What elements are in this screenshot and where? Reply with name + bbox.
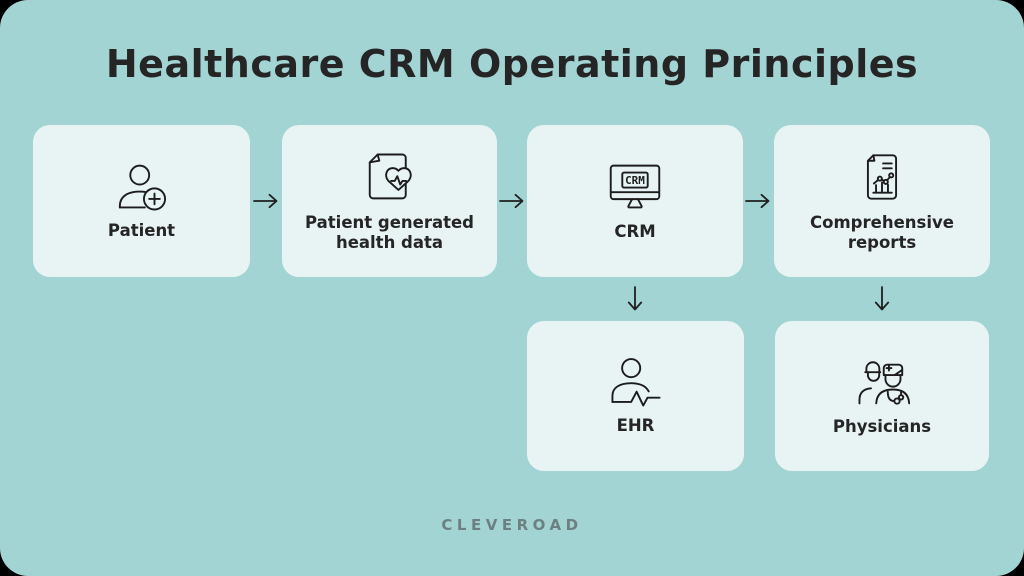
card-label: Patient generated health data xyxy=(305,212,474,252)
patient-icon xyxy=(115,162,169,212)
arrow-right-icon xyxy=(745,193,770,209)
arrow-down-icon xyxy=(874,286,890,311)
card-ehr: EHR xyxy=(527,321,744,471)
health-data-document-icon xyxy=(363,150,417,204)
physicians-icon xyxy=(854,356,910,408)
ehr-person-pulse-icon xyxy=(607,357,665,407)
page-title: Healthcare CRM Operating Principles xyxy=(105,42,919,86)
crm-monitor-icon: CRM xyxy=(607,161,663,213)
arrow-right-icon xyxy=(499,193,524,209)
cleveroad-wordmark: CLEVEROAD xyxy=(441,516,583,534)
card-label: CRM xyxy=(614,221,656,241)
card-patient: Patient xyxy=(33,125,250,277)
card-label: Comprehensive reports xyxy=(810,212,954,252)
report-chart-icon xyxy=(856,150,908,204)
card-label: Patient xyxy=(107,220,176,240)
card-label: Physicians xyxy=(832,416,932,436)
card-label: EHR xyxy=(616,415,655,435)
card-physicians: Physicians xyxy=(775,321,989,471)
arrow-right-icon xyxy=(253,193,278,209)
card-crm: CRM CRM xyxy=(527,125,743,277)
crm-screen-text: CRM xyxy=(625,174,645,187)
card-reports: Comprehensive reports xyxy=(774,125,990,277)
card-health-data: Patient generated health data xyxy=(282,125,497,277)
arrow-down-icon xyxy=(627,286,643,311)
